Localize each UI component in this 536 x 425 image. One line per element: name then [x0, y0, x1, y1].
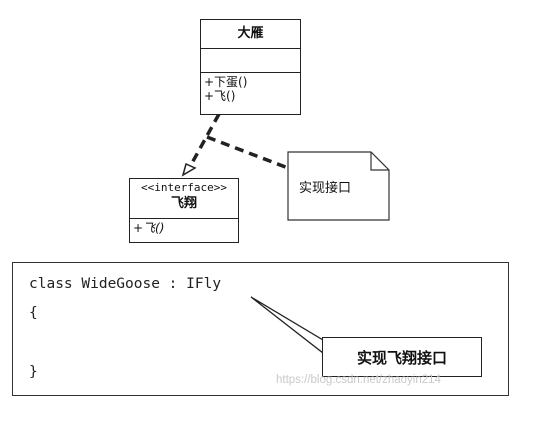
operation-fly: +飞(): [204, 89, 236, 103]
class-name: 大雁: [237, 26, 264, 41]
interface-stereotype: <<interface>>: [140, 181, 228, 194]
callout-text: 实现飞翔接口: [356, 348, 447, 367]
class-name-section: 大雁: [201, 20, 300, 49]
note-text: 实现接口: [299, 181, 352, 196]
callout-pointer: [250, 296, 324, 355]
interface-name-section: <<interface>> 飞翔: [130, 179, 238, 219]
interface-operations-section: +飞(): [130, 219, 238, 235]
class-wild-goose: 大雁 +下蛋() +飞(): [200, 19, 301, 115]
realization-line: [190, 113, 221, 164]
interface-name: 飞翔: [170, 196, 197, 211]
callout-box: 实现飞翔接口: [322, 337, 482, 377]
note-fold: [370, 152, 389, 171]
interface-fly: <<interface>> 飞翔 +飞(): [129, 178, 239, 243]
class-attributes-section: [201, 49, 300, 73]
realization-arrowhead: [181, 162, 197, 177]
watermark: https://blog.csdn.net/zhaoyin214: [276, 374, 441, 386]
interface-operation-fly: +飞(): [133, 221, 165, 235]
operation-lay-eggs: +下蛋(): [204, 75, 248, 89]
note-shape: [287, 151, 390, 221]
code-line-close-brace: }: [29, 364, 38, 380]
code-line-open-brace: {: [29, 305, 38, 321]
code-line-class-declaration: class WideGoose : IFly: [29, 276, 222, 292]
class-operations-section: +下蛋() +飞(): [201, 73, 300, 103]
